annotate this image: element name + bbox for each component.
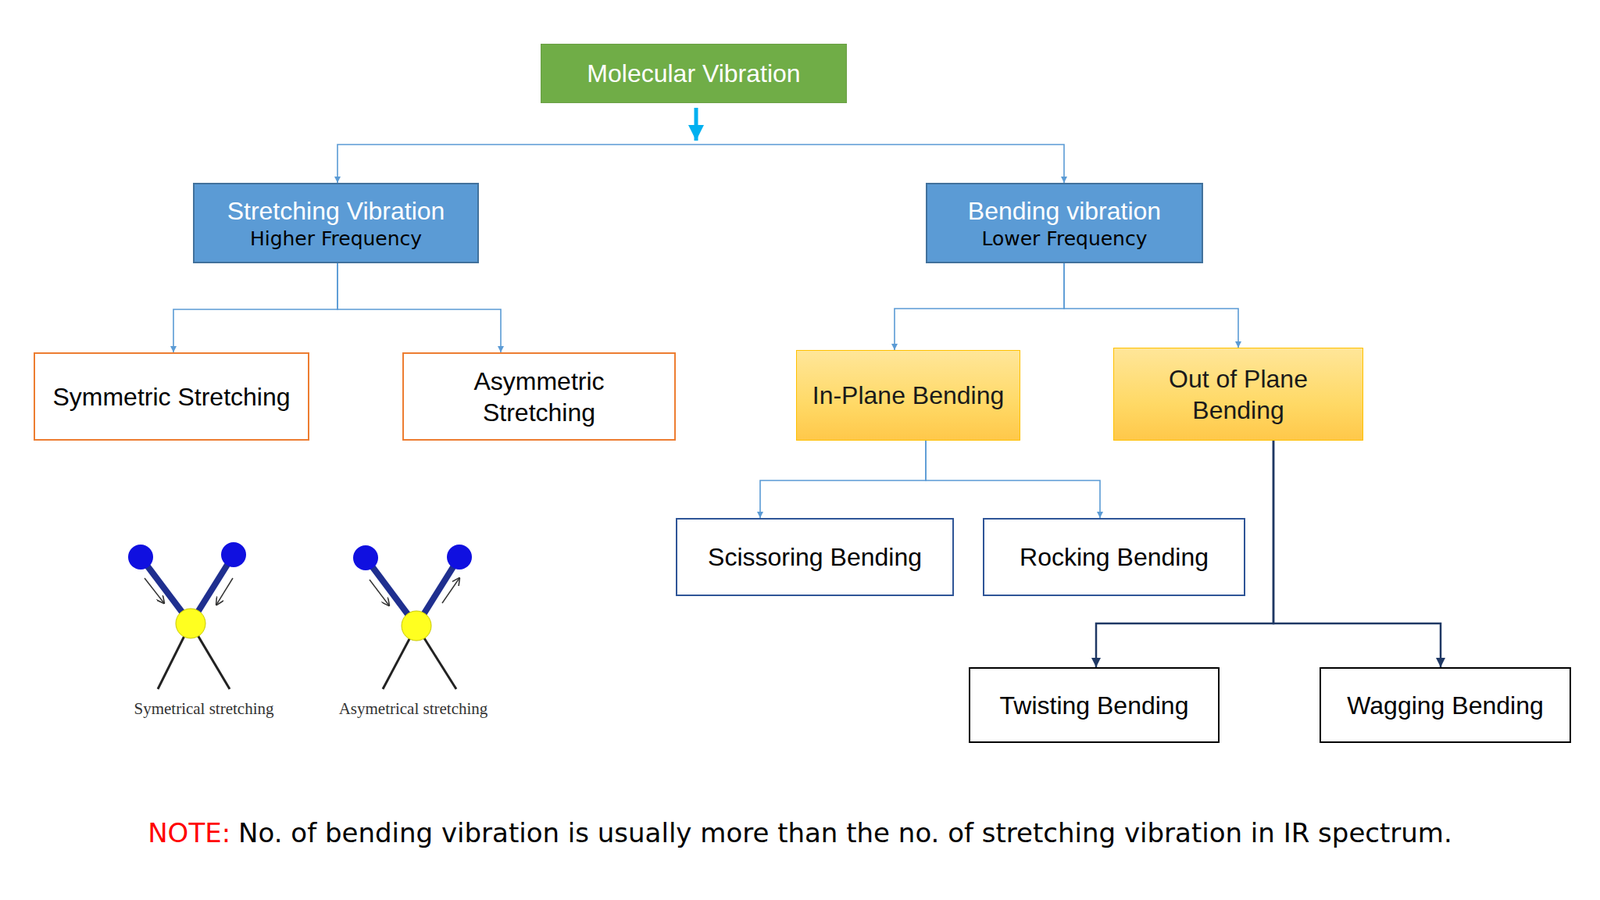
connector [760,440,926,518]
node-title: In-Plane Bending [812,379,1005,411]
figure-caption: Symetrical stretching [133,699,274,719]
root-box: Molecular Vibration [540,43,847,104]
stem-arrow [694,107,699,141]
connector [173,263,338,353]
node-title: Bending vibration [967,195,1161,227]
note-text: No. of bending vibration is usually more… [238,817,1453,849]
node-title: Wagging Bending [1346,689,1543,722]
mode-box: Scissoring Bending [675,517,954,597]
connector [894,263,1065,350]
node-title: Out of Plane Bending [1125,363,1352,426]
node-title: Scissoring Bending [707,541,922,573]
category-box: Stretching VibrationHigher Frequency [192,182,479,264]
node-title: Stretching Vibration [227,195,446,227]
mode-box: Rocking Bending [982,517,1246,597]
note-tag: NOTE: [147,817,231,849]
node-title: Symmetric Stretching [52,381,290,413]
node-title: Rocking Bending [1019,541,1209,573]
category-box: Bending vibrationLower Frequency [925,182,1204,264]
connector [1273,440,1441,668]
connector [337,263,501,353]
node-subtitle: Lower Frequency [982,226,1148,251]
node-subtitle: Higher Frequency [250,226,422,251]
type-box: Asymmetric Stretching [402,352,676,441]
connector [696,144,1065,183]
asymmetric-molecule [353,544,472,690]
mode-box: Wagging Bending [1319,667,1572,743]
connector [337,144,697,183]
figure-caption: Asymetrical stretching [339,699,489,719]
mode-box: Twisting Bending [968,667,1220,743]
subcategory-box: In-Plane Bending [796,350,1021,441]
node-title: Asymmetric Stretching [414,365,664,429]
connector [925,440,1100,518]
symmetric-molecule [128,542,247,690]
subcategory-box: Out of Plane Bending [1113,347,1364,441]
connector [1064,263,1239,348]
node-title: Twisting Bending [1000,689,1190,722]
node-title: Molecular Vibration [586,57,800,90]
type-box: Symmetric Stretching [33,352,310,441]
